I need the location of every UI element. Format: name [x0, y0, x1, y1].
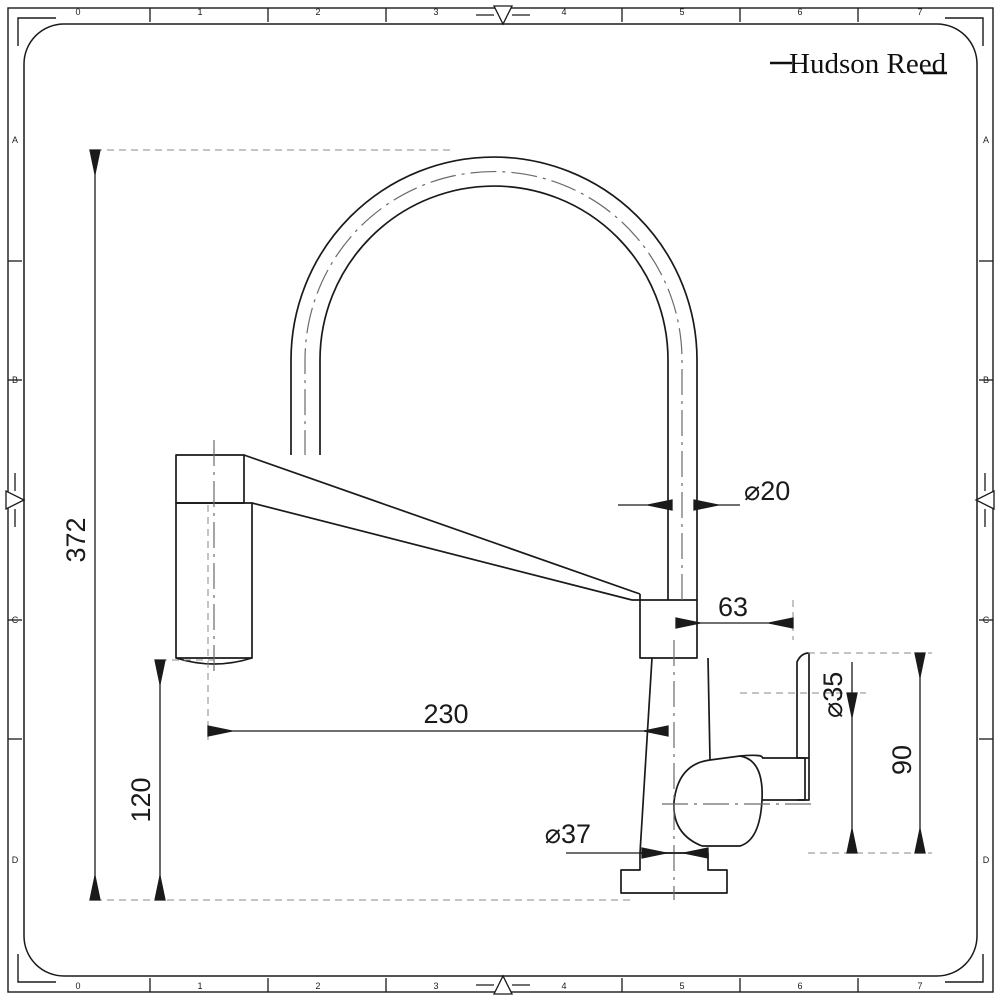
ruler-right-a: A: [983, 135, 989, 145]
ruler-top-2: 2: [315, 7, 320, 17]
dim-label-63: 63: [718, 592, 748, 622]
corner-brackets: [17, 17, 984, 983]
ruler-left-b: B: [12, 375, 18, 385]
ruler-top-4: 4: [561, 7, 566, 17]
dim-d20: [618, 499, 740, 511]
ruler-bottom-7: 7: [917, 981, 922, 991]
ruler-right-c: C: [983, 615, 990, 625]
ruler-top-3: 3: [433, 7, 438, 17]
extension-lines: [95, 149, 932, 901]
ruler-bottom-4: 4: [561, 981, 566, 991]
dim-d35: [846, 662, 858, 854]
ruler-top-0: 0: [75, 7, 80, 17]
ruler-bottom-6: 6: [797, 981, 802, 991]
ruler-bottom-2: 2: [315, 981, 320, 991]
dim-230: [207, 725, 669, 737]
ruler-bottom-0: 0: [75, 981, 80, 991]
dim-90: [914, 652, 926, 854]
ruler-left-c: C: [12, 615, 19, 625]
ruler-top-1: 1: [197, 7, 202, 17]
dim-120: [154, 659, 166, 901]
ruler-left-a: A: [12, 135, 18, 145]
ruler-bottom-1: 1: [197, 981, 202, 991]
dim-label-d20: ⌀20: [744, 476, 790, 506]
ruler-top-6: 6: [797, 7, 802, 17]
brand-name: Hudson Reed: [789, 48, 947, 80]
dim-label-120: 120: [126, 777, 156, 822]
ruler-right-d: D: [983, 855, 990, 865]
dim-label-90: 90: [887, 745, 917, 775]
dim-label-d37: ⌀37: [545, 819, 591, 849]
ruler-left-d: D: [12, 855, 19, 865]
dim-label-372: 372: [61, 517, 91, 562]
dim-372: [89, 149, 101, 901]
ruler-top-5: 5: [679, 7, 684, 17]
ruler-top-7: 7: [917, 7, 922, 17]
dim-63: [675, 617, 794, 629]
centerlines: [213, 170, 812, 900]
triangle-marker: [5, 5, 995, 995]
ruler-ticks: [8, 8, 993, 992]
dim-d37: [566, 847, 709, 859]
dim-label-230: 230: [423, 699, 468, 729]
dim-label-d35: ⌀35: [818, 672, 848, 718]
ruler-bottom-5: 5: [679, 981, 684, 991]
ruler-bottom-3: 3: [433, 981, 438, 991]
ruler-right-b: B: [983, 375, 989, 385]
